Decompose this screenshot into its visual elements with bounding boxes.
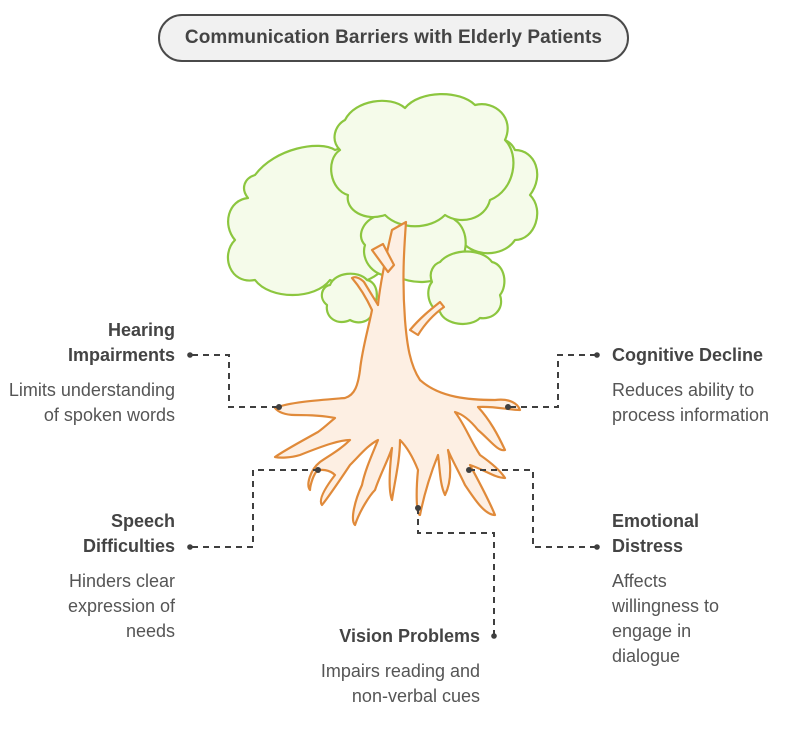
barrier-hearing: Hearing Impairments Limits understanding… xyxy=(0,318,175,428)
connector-hearing xyxy=(192,354,278,408)
barrier-vision: Vision Problems Impairs reading and non-… xyxy=(310,624,480,709)
anchor-dot-speech-root xyxy=(315,467,321,473)
anchor-dot-hearing-root xyxy=(276,404,282,410)
foliage-cloud-top xyxy=(330,93,515,228)
tree-branch-left-upper xyxy=(370,242,396,274)
connector-vision xyxy=(417,508,495,636)
barrier-title: Vision Problems xyxy=(310,624,480,649)
anchor-dot-cognitive-label xyxy=(594,352,600,358)
anchor-dot-speech-label xyxy=(187,544,193,550)
barrier-cognitive: Cognitive Decline Reduces ability to pro… xyxy=(612,343,787,428)
connectors xyxy=(192,354,596,636)
barrier-title: Cognitive Decline xyxy=(612,343,787,368)
anchor-dot-hearing-label xyxy=(187,352,193,358)
barrier-title: Emotional Distress xyxy=(612,509,752,559)
connector-dots xyxy=(187,352,600,639)
anchor-dot-emotional-root xyxy=(466,467,472,473)
barrier-description: Impairs reading and non-verbal cues xyxy=(320,661,480,706)
anchor-dot-cognitive-root xyxy=(505,404,511,410)
barrier-title-line: Cognitive Decline xyxy=(612,345,764,365)
barrier-title-line: Hearing xyxy=(107,320,175,340)
tree-trunk xyxy=(273,220,522,527)
barrier-title-line: Distress xyxy=(612,536,684,556)
barrier-speech: Speech Difficulties Hinders clear expres… xyxy=(25,509,175,644)
foliage-cloud-small-right xyxy=(427,250,506,326)
barrier-title: Hearing Impairments xyxy=(0,318,175,368)
barrier-title-line: Vision Problems xyxy=(339,626,480,646)
anchor-dot-vision-root xyxy=(415,505,421,511)
barrier-emotional: Emotional Distress Affects willingness t… xyxy=(612,509,752,669)
barrier-title: Speech Difficulties xyxy=(25,509,175,559)
connector-emotional xyxy=(469,469,596,548)
anchor-dot-emotional-label xyxy=(594,544,600,550)
barrier-description: Affects willingness to engage in dialogu… xyxy=(612,571,720,666)
barrier-title-line: Speech xyxy=(110,511,175,531)
barrier-description: Limits understanding of spoken words xyxy=(8,380,175,425)
connector-speech xyxy=(192,469,317,548)
barrier-description: Hinders clear expression of needs xyxy=(67,571,175,641)
barrier-description: Reduces ability to process information xyxy=(612,380,770,425)
barrier-title-line: Impairments xyxy=(67,345,175,365)
diagram-title: Communication Barriers with Elderly Pati… xyxy=(158,14,629,62)
barrier-title-line: Difficulties xyxy=(82,536,175,556)
tree-trunk-and-roots xyxy=(273,220,522,527)
barrier-title-line: Emotional xyxy=(612,511,700,531)
anchor-dot-vision-label xyxy=(491,633,497,639)
connector-cognitive xyxy=(509,354,596,408)
tree-branch-right xyxy=(408,300,446,337)
